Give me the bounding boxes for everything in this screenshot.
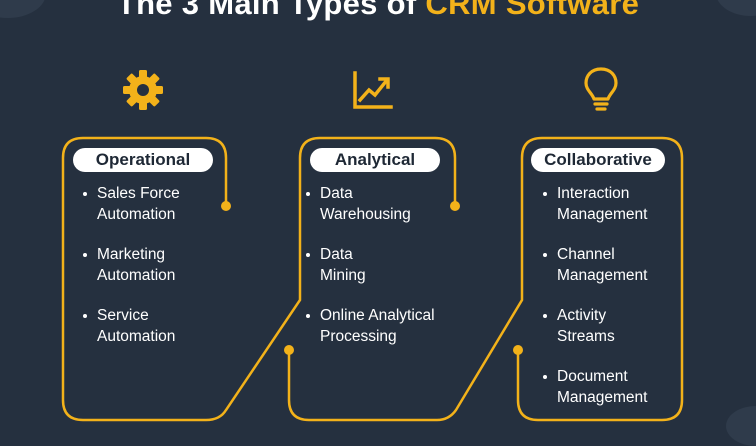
list-item: Marketing Automation: [83, 245, 223, 286]
list-item-text: Data Mining: [320, 246, 366, 284]
gear-icon: [121, 68, 165, 112]
list-item: Interaction Management: [543, 184, 673, 225]
list-item: Data Warehousing: [306, 184, 456, 225]
title-highlight: CRM Software: [425, 0, 640, 21]
list-item: Data Mining: [306, 245, 456, 286]
list-item-text: Channel Management: [557, 246, 648, 284]
connector-dot-1: [221, 201, 231, 211]
column-frame-analytical: [287, 136, 684, 422]
list-item-text: Activity Streams: [557, 307, 615, 345]
category-label-analytical: Analytical: [310, 148, 440, 172]
connector-dot-3: [450, 201, 460, 211]
list-item: Activity Streams: [543, 306, 673, 347]
chart-trend-icon: [351, 70, 393, 110]
collaborative-item-list: Interaction Management Channel Managemen…: [543, 184, 673, 428]
analytical-item-list: Data Warehousing Data Mining Online Anal…: [306, 184, 456, 367]
list-item-text: Interaction Management: [557, 185, 648, 223]
connector-lines: [61, 136, 684, 422]
connector-dot-2: [284, 345, 294, 355]
category-label-collaborative: Collaborative: [531, 148, 665, 172]
list-item-text: Sales Force Automation: [97, 185, 180, 223]
lightbulb-icon: [583, 66, 619, 114]
operational-item-list: Sales Force Automation Marketing Automat…: [83, 184, 223, 367]
list-item: Document Management: [543, 367, 673, 408]
title-prefix: The 3 Main Types of: [116, 0, 426, 21]
list-item: Online Analytical Processing: [306, 306, 456, 347]
list-item-text: Online Analytical Processing: [320, 307, 435, 345]
list-item-text: Document Management: [557, 368, 648, 406]
list-item: Channel Management: [543, 245, 673, 286]
list-item-text: Service Automation: [97, 307, 176, 345]
category-label-operational: Operational: [73, 148, 213, 172]
list-item-text: Data Warehousing: [320, 185, 411, 223]
page-title: The 3 Main Types of CRM Software: [0, 0, 756, 22]
connector-dot-4: [513, 345, 523, 355]
column-frame-operational: [61, 136, 457, 422]
list-item: Sales Force Automation: [83, 184, 223, 225]
list-item-text: Marketing Automation: [97, 246, 176, 284]
list-item: Service Automation: [83, 306, 223, 347]
